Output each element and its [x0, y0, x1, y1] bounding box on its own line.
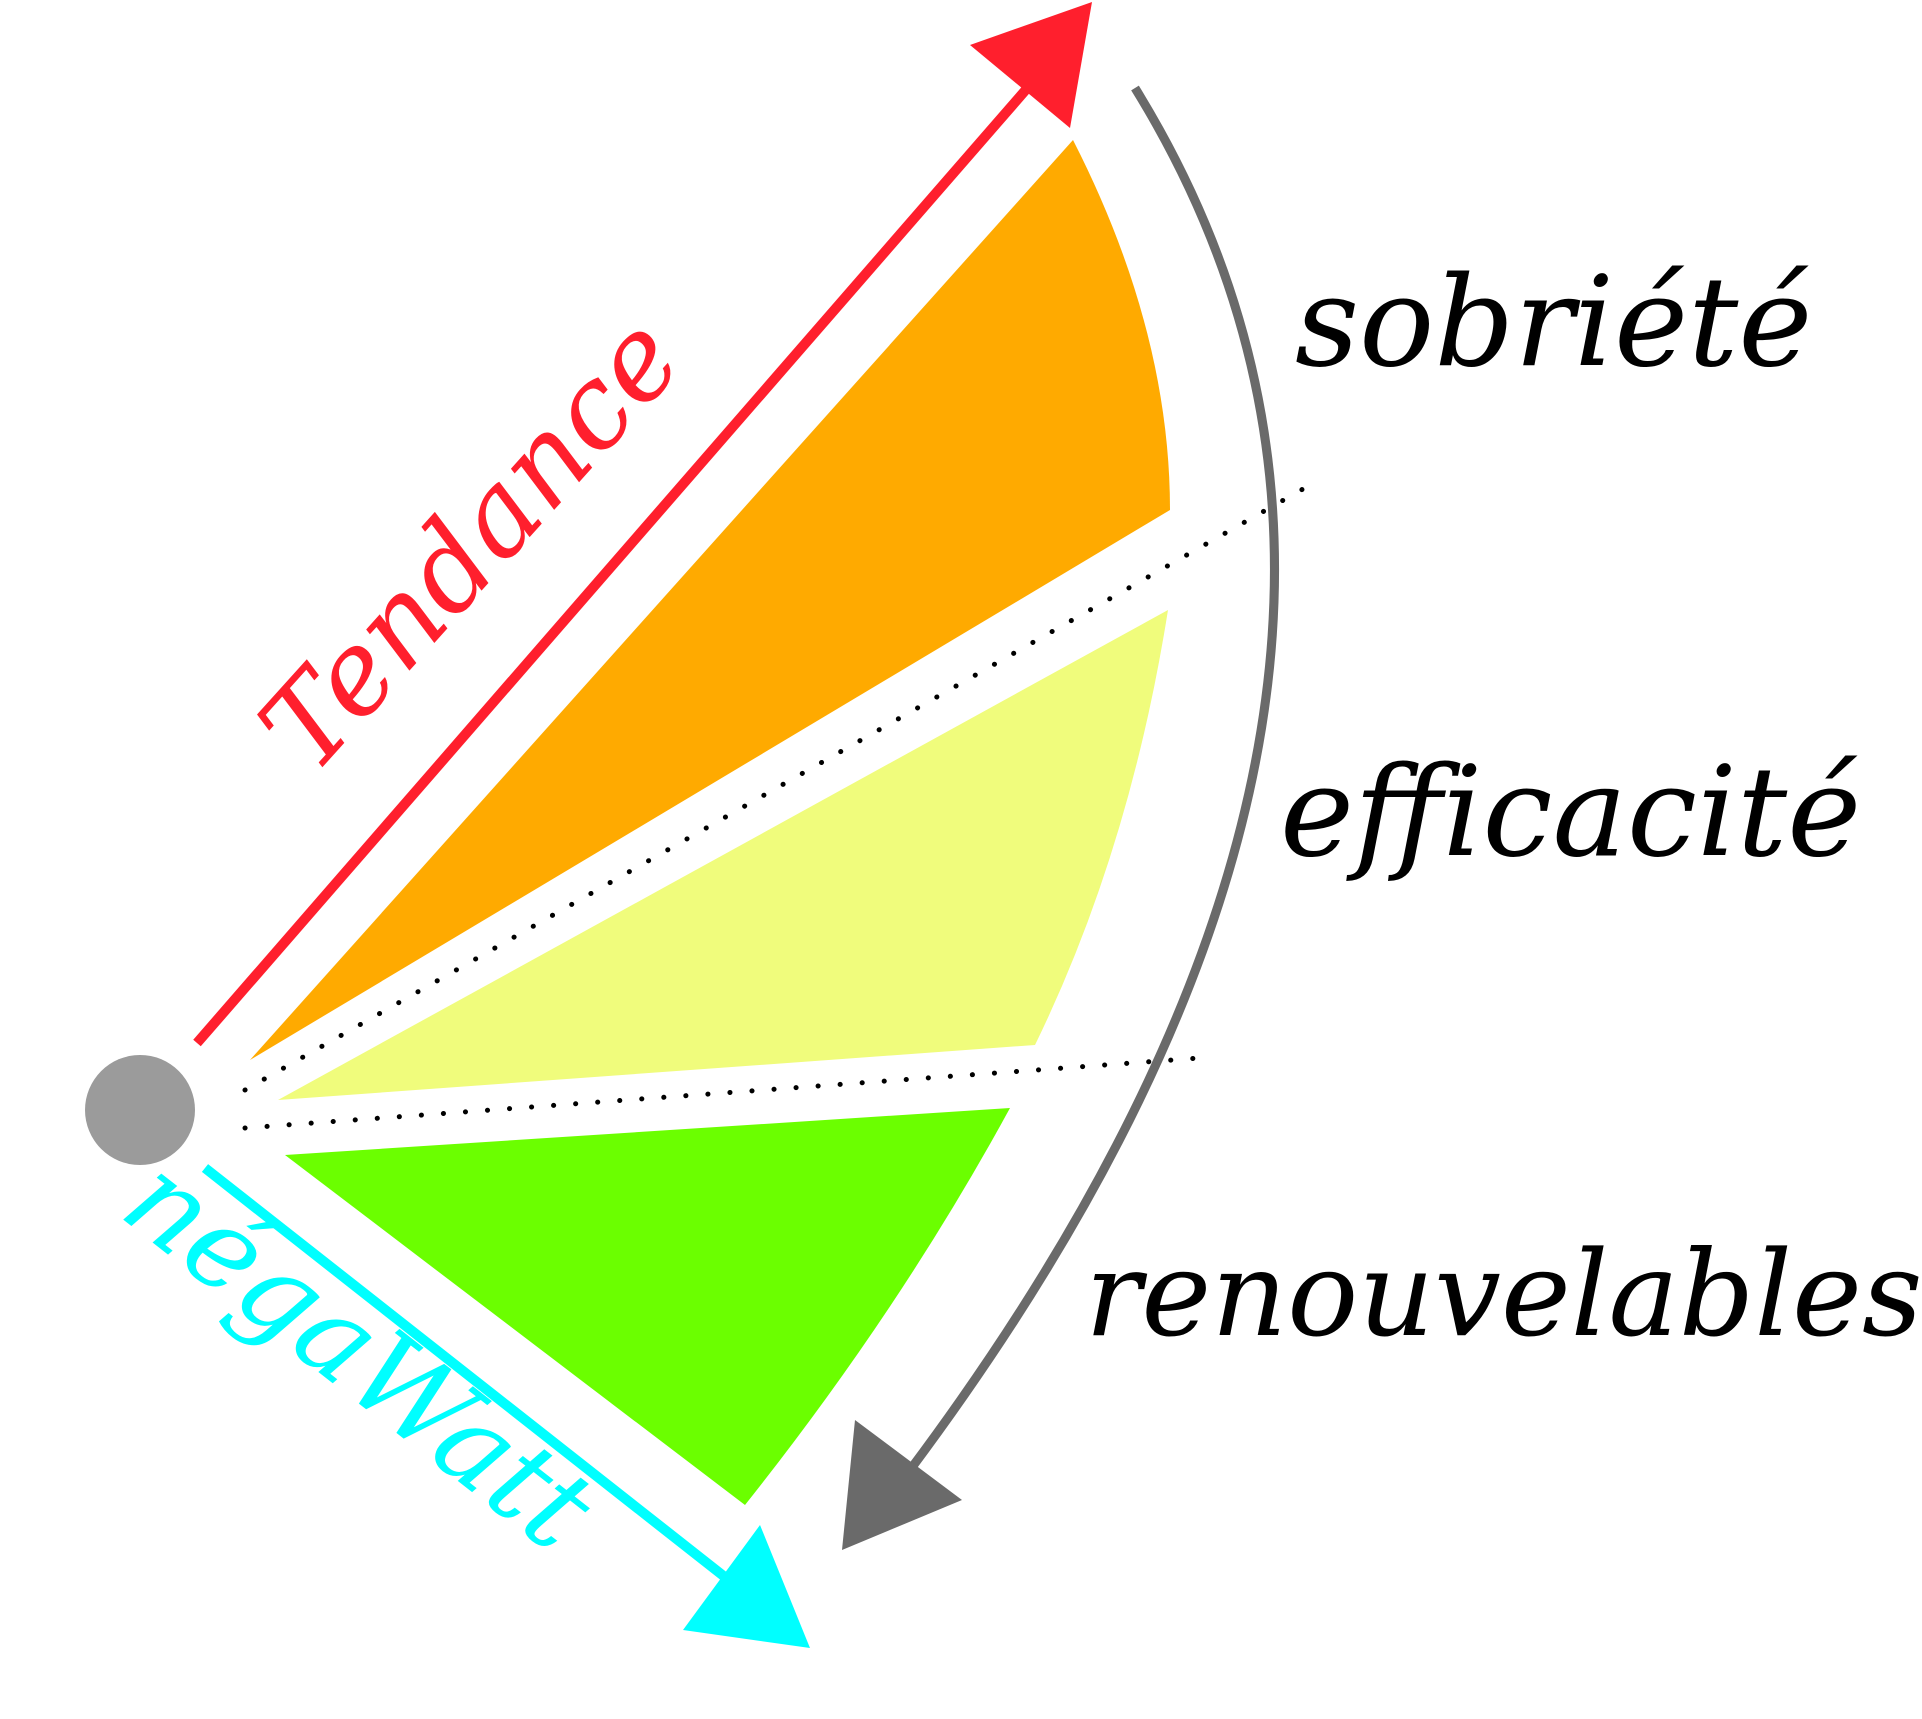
tendance-arrowhead — [970, 2, 1092, 128]
efficacite-label: efficacité — [1280, 740, 1861, 885]
arc-arrow-shaft — [906, 85, 1279, 1473]
origin-point — [85, 1055, 195, 1165]
dotted-separator-lower — [242, 1055, 1203, 1131]
negawatt-arrowhead — [683, 1525, 810, 1648]
negawatt-arrow-shaft — [201, 1164, 739, 1589]
efficacite-wedge — [278, 610, 1168, 1100]
arc-arrowhead — [842, 1420, 962, 1550]
sobriete-wedge — [250, 140, 1170, 1060]
renouvelables-label: renouvelables — [1085, 1225, 1922, 1363]
tendance-arrow-shaft — [193, 81, 1034, 1047]
renouvelables-wedge — [285, 1108, 1010, 1505]
sobriete-label: sobriété — [1295, 250, 1812, 395]
